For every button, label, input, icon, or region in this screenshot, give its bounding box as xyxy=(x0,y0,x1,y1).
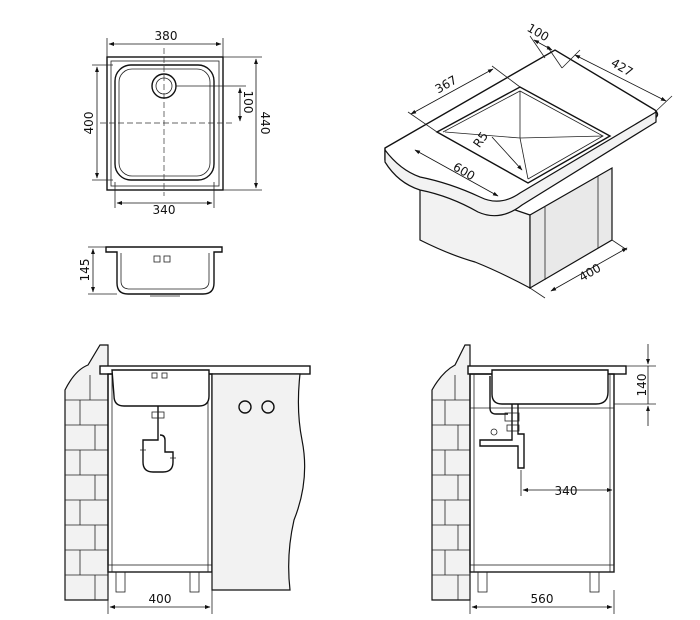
bowl-section xyxy=(105,246,223,295)
knob xyxy=(261,400,275,414)
adjacent-cabinet xyxy=(211,373,306,591)
siphon xyxy=(142,406,174,473)
bowl-side xyxy=(491,369,609,405)
dim-400-depth: 400 xyxy=(82,112,96,135)
dim-560: 560 xyxy=(531,592,554,606)
brick-wall xyxy=(64,344,109,601)
front-install-view: 400 xyxy=(64,344,311,614)
cabinet-leg xyxy=(589,571,600,593)
top-view: 380 340 400 100 440 xyxy=(82,29,272,217)
dim-340-side: 340 xyxy=(555,484,578,498)
siphon-side xyxy=(479,404,525,469)
brick-wall-side xyxy=(431,344,471,601)
bowl-front xyxy=(111,369,210,407)
dim-440: 440 xyxy=(258,112,272,135)
cabinet-leg xyxy=(189,571,200,593)
sink-outer-rim xyxy=(106,56,224,191)
dim-145: 145 xyxy=(78,259,92,282)
cabinet-leg xyxy=(477,571,488,593)
dim-400-cabinet: 400 xyxy=(577,261,604,285)
overflow-pipe xyxy=(489,376,508,415)
dim-367: 367 xyxy=(433,73,460,97)
dim-100-rear: 100 xyxy=(525,21,552,45)
dim-140: 140 xyxy=(635,374,649,397)
dim-380: 380 xyxy=(155,29,178,43)
dim-100: 100 xyxy=(241,91,255,114)
cabinet-leg xyxy=(115,571,126,593)
section-view: 145 xyxy=(78,246,223,297)
knob xyxy=(238,400,252,414)
sink-bowl xyxy=(114,64,215,181)
side-install-view: 340 560 140 xyxy=(431,344,656,614)
dim-400-front: 400 xyxy=(149,592,172,606)
dim-427: 427 xyxy=(609,56,636,80)
iso-view: R5 100 427 367 600 400 xyxy=(384,21,673,299)
dim-340: 340 xyxy=(153,203,176,217)
